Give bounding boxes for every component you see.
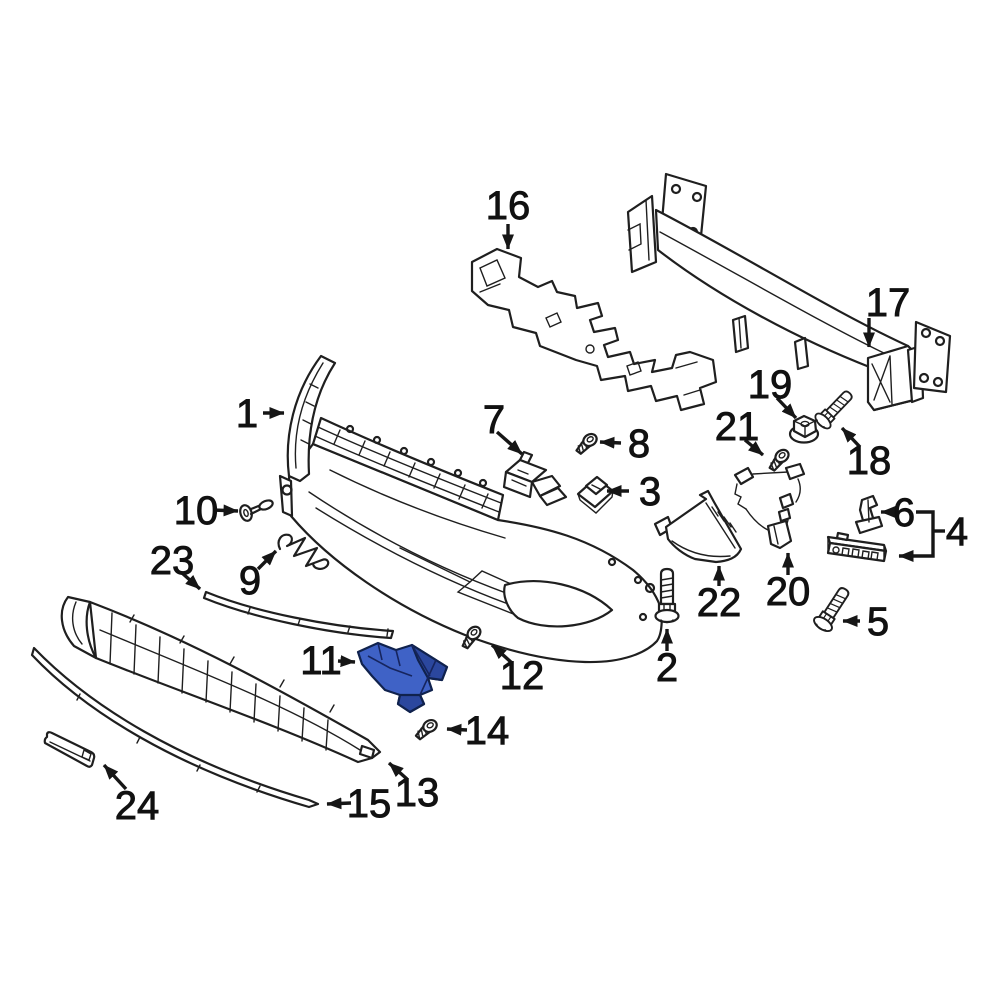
part-label-22: 22 (697, 581, 742, 625)
part-label-4: 4 (946, 510, 968, 554)
callout-arrow-11 (337, 655, 356, 668)
part-label-11: 11 (300, 639, 342, 683)
callout-arrow-4 (898, 510, 935, 562)
callout-arrow-9 (256, 549, 278, 571)
callout-arrow-18 (840, 426, 862, 449)
part-20-side-mounting-bracket-drawing (733, 462, 806, 550)
part-7-center-bracket-drawing (502, 450, 568, 507)
part-16-impact-absorber-drawing (470, 247, 718, 412)
part-15-lower-trim-molding-drawing (30, 646, 320, 809)
callout-arrow-7 (495, 430, 524, 456)
callout-arrow-12 (490, 643, 514, 665)
callout-arrow-19 (775, 396, 798, 420)
part-11-side-support-bracket-drawing (356, 641, 449, 714)
part-label-3: 3 (639, 470, 661, 514)
part-label-9: 9 (239, 559, 261, 603)
callout-arrow-15 (326, 797, 352, 810)
part-18-bolt-drawing (811, 385, 858, 433)
callout-arrow-24 (102, 763, 128, 791)
part-3-retainer-clip-drawing (576, 475, 615, 514)
callout-arrow-23 (180, 571, 202, 591)
part-label-14: 14 (465, 709, 510, 753)
part-24-lower-bracket-drawing (43, 731, 96, 768)
part-label-20: 20 (766, 570, 811, 614)
part-label-10: 10 (174, 489, 219, 533)
callout-arrows (102, 224, 945, 810)
part-2-bolt-drawing (654, 567, 680, 624)
part-17-bumper-reinforcement-bar-drawing (626, 172, 952, 412)
part-label-13: 13 (395, 771, 440, 815)
part-14-screw-drawing (411, 716, 441, 742)
part-label-24: 24 (115, 784, 160, 828)
part-label-16: 16 (486, 184, 531, 228)
part-6-retainer-clip-drawing (854, 494, 884, 535)
part-19-flange-nut-drawing (788, 414, 820, 444)
part-22-bracket-cover-drawing (653, 489, 743, 564)
part-13-lower-grille-drawing (60, 595, 382, 764)
part-label-1: 1 (236, 392, 258, 436)
callout-arrow-8 (599, 436, 622, 449)
callout-labels: 1 2 3 4 5 6 7 8 9 10 11 12 13 14 15 16 1… (114, 184, 968, 829)
part-label-18: 18 (847, 439, 892, 483)
part-label-17: 17 (866, 281, 911, 325)
part-23-upper-trim-strip-drawing (202, 590, 395, 640)
part-4-side-bracket-rail-drawing (826, 531, 888, 563)
part-8-screw-drawing (571, 430, 601, 456)
part-10-push-pin-retainer-drawing (239, 499, 274, 522)
part-label-2: 2 (656, 646, 678, 690)
part-9-spring-clip-drawing (277, 533, 330, 570)
part-label-8: 8 (628, 422, 650, 466)
part-label-12: 12 (500, 654, 545, 698)
part-label-21: 21 (715, 405, 760, 449)
part-label-6: 6 (893, 491, 915, 535)
callout-arrow-10 (212, 504, 239, 517)
part-label-7: 7 (483, 398, 505, 442)
part-label-15: 15 (347, 782, 392, 826)
part-1-front-bumper-cover-drawing (278, 354, 663, 664)
part-label-23: 23 (150, 539, 195, 583)
callout-arrow-21 (743, 438, 765, 457)
callout-arrow-14 (446, 723, 468, 736)
part-label-5: 5 (867, 600, 889, 644)
callout-arrow-13 (387, 761, 409, 781)
part-label-19: 19 (748, 363, 793, 407)
part-5-bolt-drawing (810, 582, 855, 636)
